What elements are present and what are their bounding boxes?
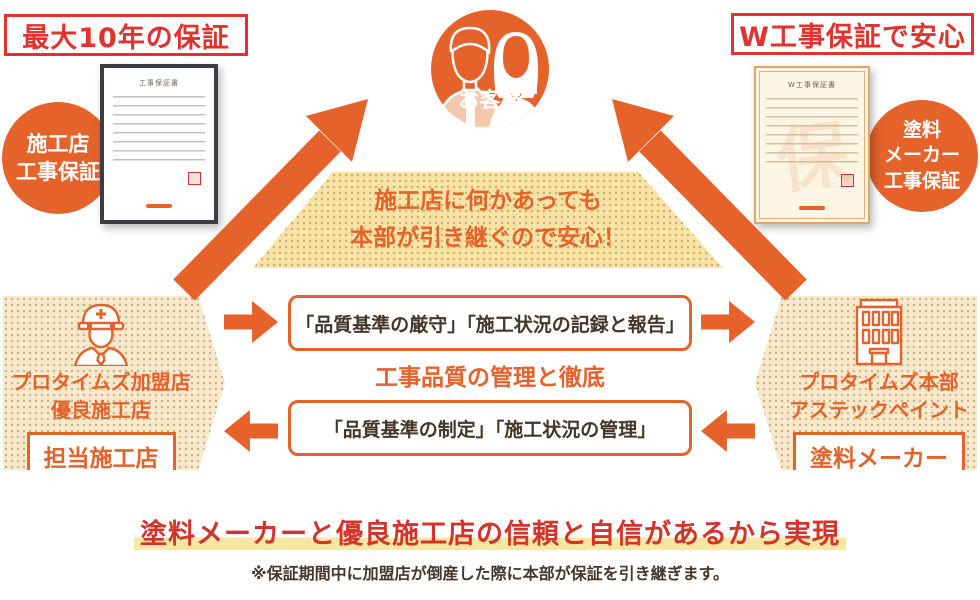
contractor-warranty-certificate: 工事保証書 [100,64,218,224]
headquarters-block: プロタイムズ本部 アステックペイント 塗料メーカー [755,296,977,470]
customer-circle: お客様 [431,10,549,128]
contractor-warranty-line1: 施工店 [26,131,90,156]
takeover-message-trapezoid: 施工店に何かあっても 本部が引き継ぐので安心！ [253,172,723,268]
footer-note: ※保証期間中に加盟店が倒産した際に本部が保証を引き継ぎます。 [251,564,729,583]
member-contractor-block: プロタイムズ加盟店 優良施工店 担当施工店 [3,296,225,470]
certificate-logo [799,206,825,210]
maker-warranty-line3: 工事保証 [883,169,960,192]
building-icon [855,298,903,366]
member-contractor-name-line1: プロタイムズ加盟店 [11,370,191,394]
maker-warranty-certificate: 保 W工事保証書 [754,66,870,224]
takeover-line1: 施工店に何かあっても [374,188,602,215]
certificate-logo [146,204,172,208]
takeover-line2: 本部が引き継ぐので安心！ [350,225,626,251]
headquarters-name-line2: アステックペイント [789,398,969,422]
headquarters-name-line1: プロタイムズ本部 [799,370,959,394]
banner-max-10-year-warranty: 最大10年の保証 [4,14,248,56]
member-contractor-name-line2: 優良施工店 [51,398,151,422]
couple-icon [435,26,543,128]
banner-double-warranty: W工事保証で安心 [731,13,974,55]
footer-headline-text: 塗料メーカーと優良施工店の信頼と自信があるから実現 [134,519,846,550]
customer-label: お客様 [458,87,522,112]
member-contractor-name: プロタイムズ加盟店 優良施工店 [3,368,199,424]
certificate-title: 工事保証書 [139,79,179,87]
certificate-title: W工事保証書 [788,81,836,89]
contractor-warranty-line2: 工事保証 [16,160,100,184]
member-contractor-tag: 担当施工店 [26,432,176,470]
quality-top-box: 「品質基準の厳守」「施工状況の記録と報告」 [288,295,692,351]
certificate-text-lines [766,98,858,164]
contractor-warranty-circle: 施工店 工事保証 [2,102,114,214]
red-seal-stamp [841,174,854,187]
footer-headline: 塗料メーカーと優良施工店の信頼と自信があるから実現 [0,512,980,551]
maker-warranty-line2: メーカー [883,144,960,167]
arrow-quality-to-headquarters [701,301,755,343]
arrow-quality-to-contractor [224,410,278,452]
paint-maker-tag: 塗料メーカー [793,432,965,470]
maker-warranty-line1: 塗料 [902,118,941,141]
quality-bottom-box: 「品質基準の制定」「施工状況の管理」 [288,400,692,456]
red-seal-stamp [188,172,201,185]
maker-warranty-circle: 塗料 メーカー 工事保証 [866,100,978,212]
certificate-text-lines [113,96,205,162]
arrow-headquarters-to-quality [701,410,755,452]
headquarters-name: プロタイムズ本部 アステックペイント [781,368,977,424]
quality-middle-label: 工事品質の管理と徹底 [375,365,605,391]
worker-icon [73,303,129,366]
arrow-contractor-to-quality [224,301,278,343]
